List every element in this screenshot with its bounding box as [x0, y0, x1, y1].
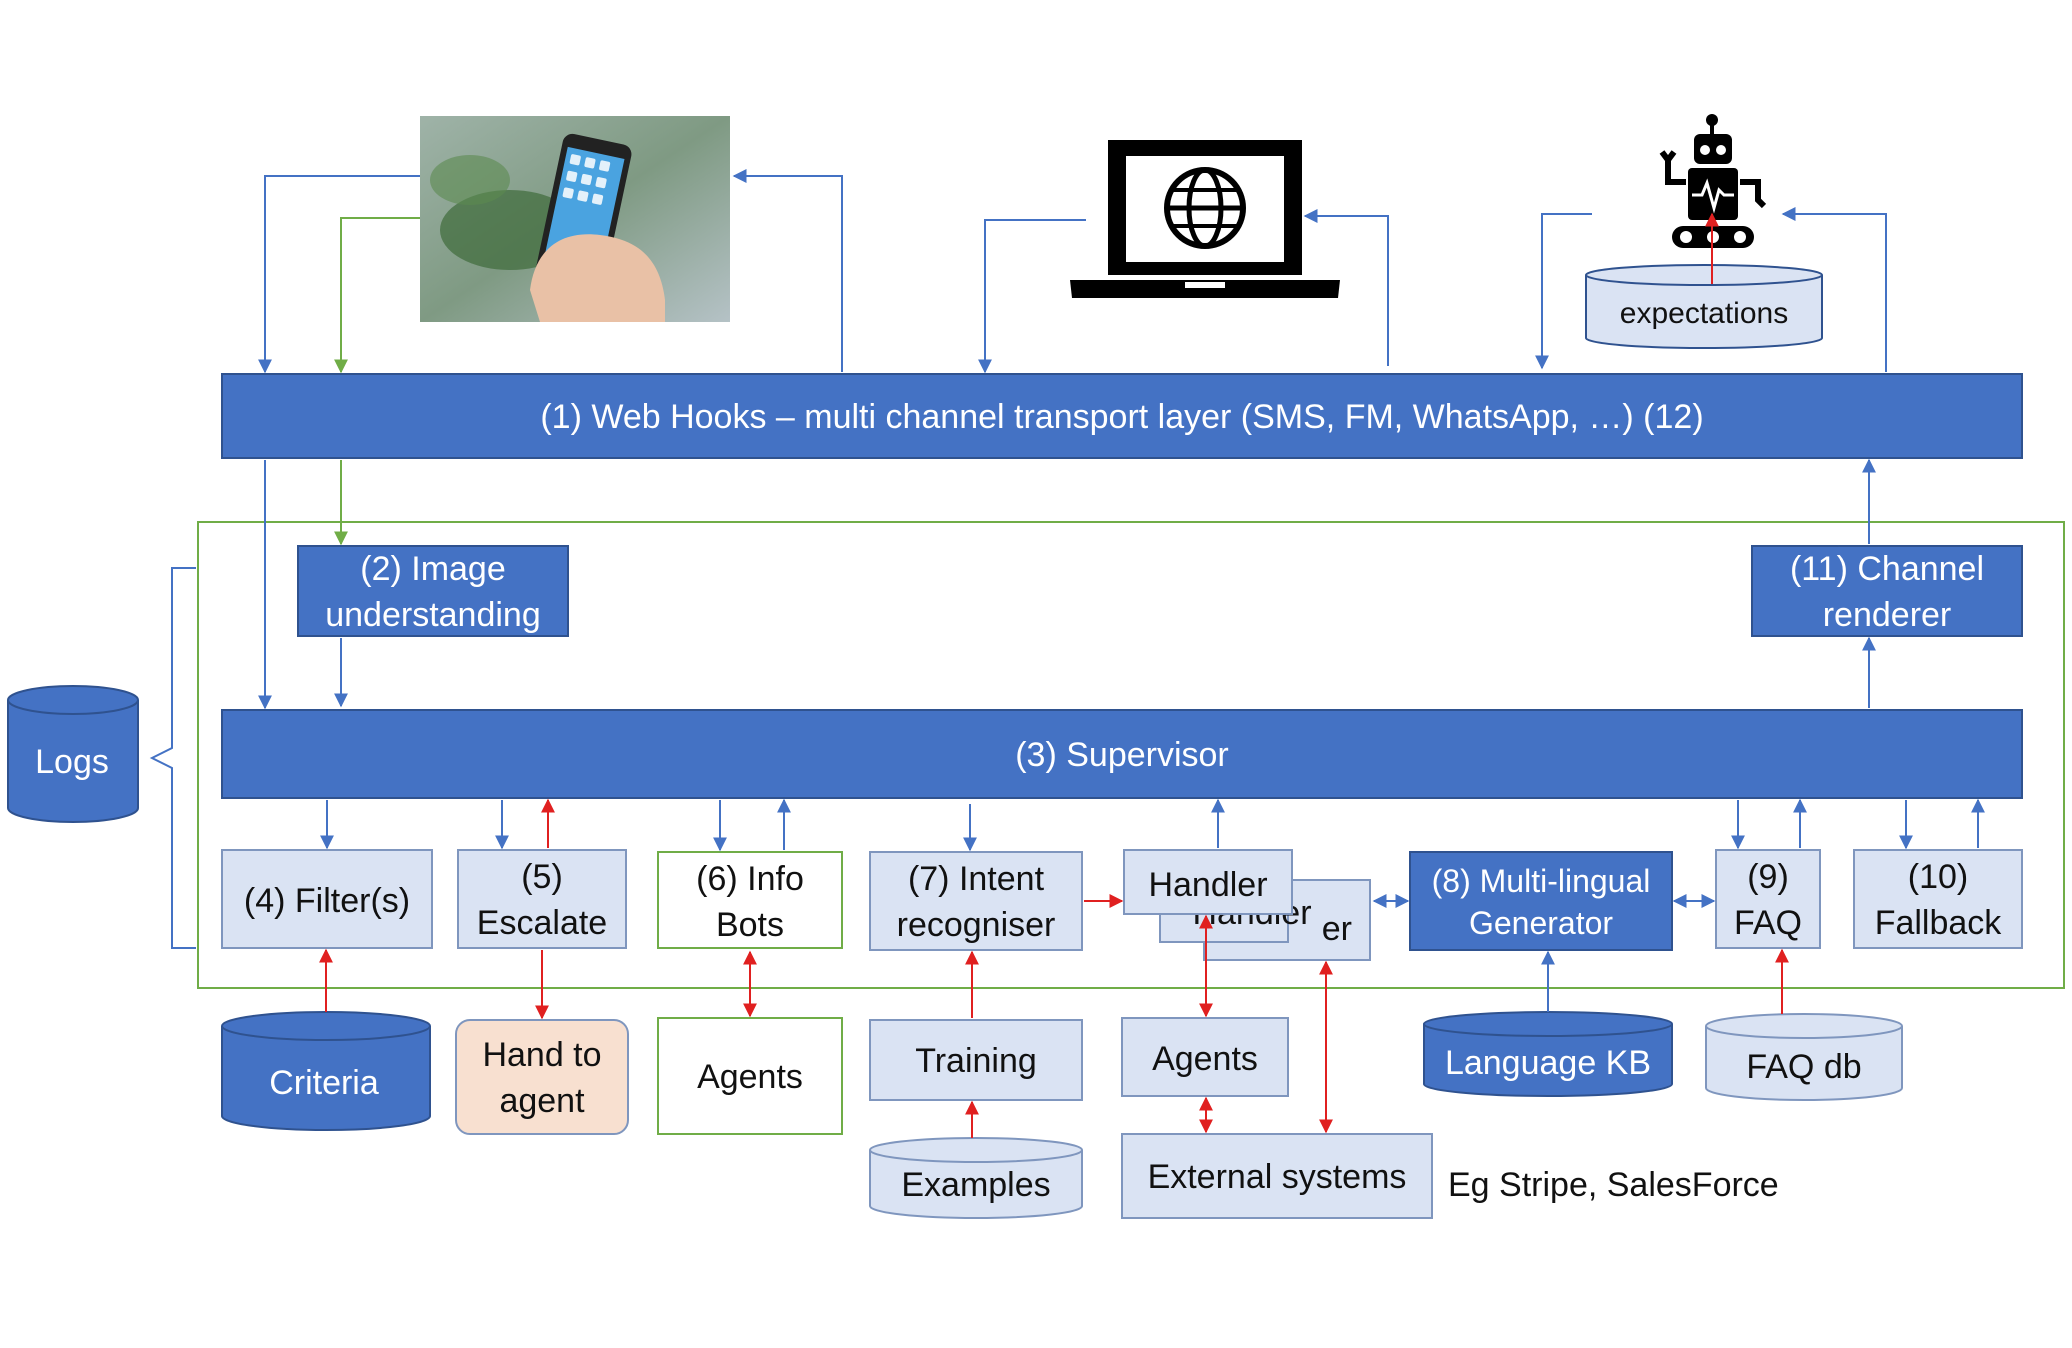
generator-line2: Generator [1469, 905, 1613, 941]
agents-info-box [657, 1017, 843, 1135]
examples-db: Examples [869, 1137, 1083, 1219]
supervisor-bar [221, 709, 2023, 799]
agents-handler-box [1121, 1017, 1289, 1097]
intent-line1: (7) Intent [908, 860, 1045, 898]
image-understanding-line2: understanding [325, 596, 541, 634]
handler-back-label: er [1322, 910, 1352, 948]
intent-box [869, 851, 1083, 951]
fallback-line2: Fallback [1875, 904, 2003, 942]
hand-to-agent-line1: Hand to [482, 1036, 601, 1074]
logs-brace [149, 567, 196, 949]
agents-handler-label: Agents [1152, 1040, 1258, 1078]
faq-db: FAQ db [1705, 1013, 1903, 1101]
filters-label: (4) Filter(s) [244, 882, 410, 920]
supervisor-label: (3) Supervisor [1015, 736, 1229, 774]
info-bots-box [657, 851, 843, 949]
logs-label: Logs [35, 743, 109, 781]
channel-renderer-line2: renderer [1823, 596, 1952, 634]
channel-renderer-box [1751, 545, 2023, 637]
training-box [869, 1019, 1083, 1101]
expectations-db: expectations [1585, 264, 1823, 349]
hand-to-agent-box [455, 1019, 629, 1135]
faq-db-label: FAQ db [1746, 1048, 1861, 1086]
training-label: Training [915, 1042, 1037, 1080]
generator-line1: (8) Multi-lingual [1432, 863, 1651, 899]
robot-icon [1659, 114, 1767, 248]
transport-layer-label: (1) Web Hooks – multi channel transport … [540, 398, 1703, 436]
core-container [197, 521, 2065, 989]
info-bots-line2: Bots [716, 906, 784, 944]
channel-renderer-line1: (11) Channel [1790, 550, 1984, 588]
faq-box [1715, 849, 1821, 949]
criteria-db: Criteria [221, 1011, 431, 1131]
fallback-line1: (10) [1908, 858, 1968, 896]
logs-db: Logs [7, 685, 139, 823]
transport-layer [221, 373, 2023, 459]
image-understanding-box [297, 545, 569, 637]
escalate-box [457, 849, 627, 949]
faq-line2: FAQ [1734, 904, 1802, 942]
language-kb-db: Language KB [1423, 1011, 1673, 1097]
hand-to-agent-line2: agent [499, 1082, 585, 1120]
faq-line1: (9) [1747, 858, 1789, 896]
external-note: Eg Stripe, SalesForce [1448, 1166, 1779, 1204]
handler-front-box [1123, 849, 1293, 915]
escalate-line1: (5) [521, 858, 563, 896]
external-systems-box [1121, 1133, 1433, 1219]
agents-info-label: Agents [697, 1058, 803, 1096]
transport-down-arrows [258, 458, 1876, 710]
image-understanding-line1: (2) Image [360, 550, 506, 588]
handler-front-label: Handler [1148, 866, 1267, 904]
laptop-globe-icon [1070, 140, 1340, 298]
external-systems-label: External systems [1148, 1158, 1407, 1196]
channel-arrows [258, 169, 1887, 374]
intent-line2: recogniser [897, 906, 1056, 944]
fallback-box [1853, 849, 2023, 949]
generator-box [1409, 851, 1673, 951]
expectations-label: expectations [1620, 297, 1788, 330]
supervisor-module-arrows [320, 798, 1985, 852]
smartphone-photo-icon [420, 116, 730, 322]
info-bots-line1: (6) Info [696, 860, 804, 898]
language-kb-label: Language KB [1445, 1044, 1651, 1082]
filters-box [221, 849, 433, 949]
escalate-line2: Escalate [477, 904, 607, 942]
criteria-label: Criteria [269, 1064, 379, 1102]
examples-label: Examples [901, 1166, 1050, 1204]
